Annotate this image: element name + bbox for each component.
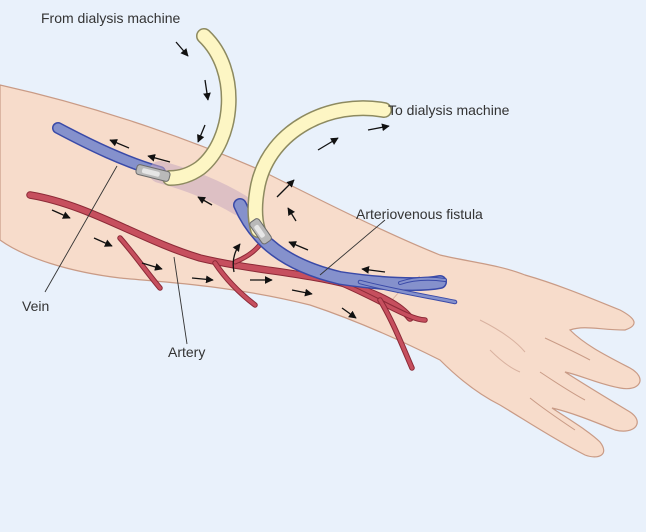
label-from-machine: From dialysis machine <box>41 10 180 26</box>
label-artery: Artery <box>168 344 205 360</box>
label-to-machine: To dialysis machine <box>388 102 509 118</box>
label-fistula: Arteriovenous fistula <box>356 206 483 222</box>
label-vein: Vein <box>22 298 49 314</box>
